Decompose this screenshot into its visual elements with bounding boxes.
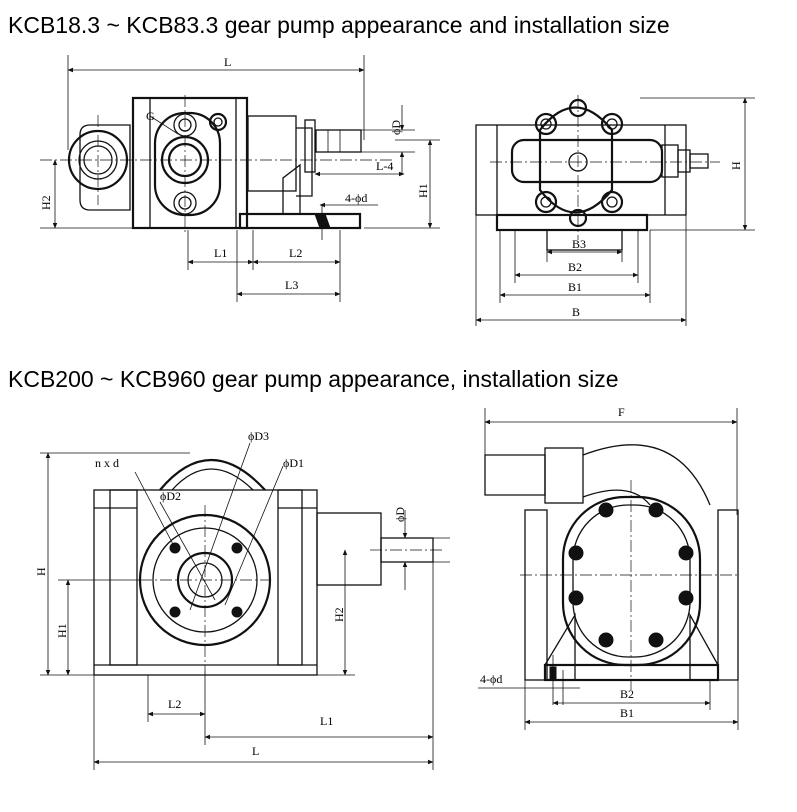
label-H1-bottom: H1 bbox=[55, 623, 69, 638]
label-F: F bbox=[618, 405, 625, 419]
title-top: KCB18.3 ~ KCB83.3 gear pump appearance a… bbox=[8, 12, 670, 38]
label-phiD-bottom: ϕD bbox=[393, 507, 407, 522]
label-B-top: B bbox=[572, 305, 580, 319]
label-L1-bottom: L1 bbox=[320, 714, 333, 728]
label-L: L bbox=[224, 55, 231, 69]
label-H2-top: H2 bbox=[39, 195, 53, 210]
label-B1-bottom: B1 bbox=[620, 706, 634, 720]
top-side-view: L G bbox=[39, 55, 440, 302]
label-H-bottom: H bbox=[34, 567, 48, 576]
label-H-top: H bbox=[729, 161, 743, 170]
label-L3-top: L3 bbox=[285, 278, 298, 292]
label-phiD3: ϕD3 bbox=[248, 429, 269, 443]
label-phiD1: ϕD1 bbox=[283, 456, 304, 470]
label-nxd: n x d bbox=[95, 456, 119, 470]
bottom-front-view: F 4-ϕd B2 bbox=[478, 405, 740, 730]
label-H2-bottom: H2 bbox=[332, 607, 346, 622]
label-B2-top: B2 bbox=[568, 260, 582, 274]
bottom-side-view: n x d ϕD3 ϕD1 ϕD2 ϕD H H1 H2 L2 L1 bbox=[34, 429, 450, 770]
label-H1-top: H1 bbox=[416, 183, 430, 198]
label-B2-bottom: B2 bbox=[620, 687, 634, 701]
label-L1-top: L1 bbox=[214, 246, 227, 260]
label-phiD: ϕD bbox=[389, 120, 403, 135]
label-B1-top: B1 bbox=[568, 280, 582, 294]
label-L2-top: L2 bbox=[289, 246, 302, 260]
label-B3: B3 bbox=[572, 237, 586, 251]
title-bottom: KCB200 ~ KCB960 gear pump appearance, in… bbox=[8, 366, 619, 392]
label-holes-bottom: 4-ϕd bbox=[480, 672, 502, 686]
label-holes-top: 4-ϕd bbox=[345, 191, 367, 205]
label-L-bottom: L bbox=[252, 744, 259, 758]
label-phiD2: ϕD2 bbox=[160, 489, 181, 503]
top-front-view: H B3 B2 B1 B bbox=[475, 95, 755, 326]
label-L2-bottom: L2 bbox=[168, 697, 181, 711]
label-L4: L-4 bbox=[376, 159, 393, 173]
label-G: G bbox=[146, 109, 155, 123]
